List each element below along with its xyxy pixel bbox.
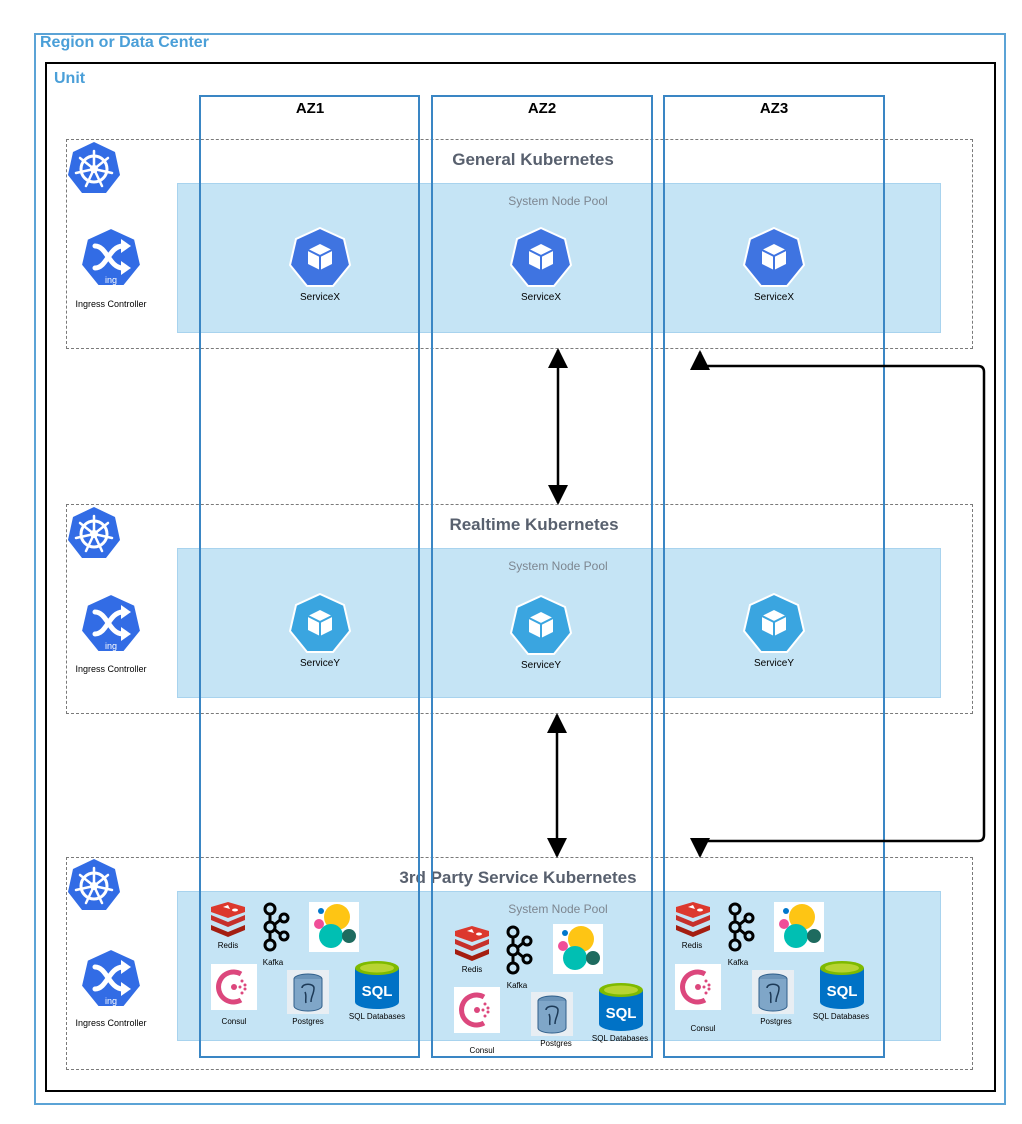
third-party-pool-title: System Node Pool (508, 902, 608, 916)
elasticsearch-icon (553, 924, 603, 974)
consul-label: Consul (221, 1017, 247, 1026)
redis-label: Redis (217, 941, 239, 950)
ingress-controller-label: Ingress Controller (75, 664, 147, 674)
ing-text: ing (105, 641, 117, 651)
general-kubernetes-cluster (66, 139, 973, 349)
service-x-az2: ServiceX (501, 226, 581, 303)
kafka-label: Kafka (262, 958, 284, 967)
third-party-cluster-title: 3rd Party Service Kubernetes (399, 868, 637, 887)
kubernetes-icon (68, 507, 120, 558)
postgres-icon (287, 970, 329, 1014)
consul-icon (454, 987, 500, 1033)
service-x-az3: ServiceX (734, 226, 814, 303)
redis-icon (211, 902, 245, 937)
sql-icon-text: SQL (606, 1005, 637, 1022)
sql-database-icon: SQL (355, 961, 399, 1009)
service-label: ServiceX (299, 292, 340, 303)
redis-icon (455, 926, 489, 961)
region-title: Region or Data Center (40, 34, 209, 51)
ingress-controller-icon: ing (79, 947, 143, 1011)
sql-icon-text: SQL (362, 983, 393, 1000)
service-y-az2: ServiceY (501, 594, 581, 671)
pod-icon (288, 592, 352, 653)
postgres-label: Postgres (760, 1017, 792, 1026)
kafka-icon (728, 902, 755, 952)
kafka-icon (263, 902, 290, 952)
general-pool-title: System Node Pool (508, 194, 608, 208)
kubernetes-icon (68, 142, 120, 193)
service-label: ServiceY (753, 658, 794, 669)
realtime-pool-title: System Node Pool (508, 559, 608, 573)
sql-icon-text: SQL (827, 983, 858, 1000)
sql-database-icon: SQL (599, 983, 643, 1031)
pod-icon (742, 226, 806, 287)
postgres-icon (752, 970, 794, 1014)
elasticsearch-icon (774, 902, 824, 952)
pod-icon (509, 594, 573, 655)
service-x-az1: ServiceX (280, 226, 360, 303)
ingress-controller-icon: ing (79, 592, 143, 656)
kafka-icon (506, 925, 533, 975)
realtime-cluster-title: Realtime Kubernetes (449, 515, 619, 534)
region-boundary (34, 33, 1006, 1105)
consul-icon (211, 964, 257, 1010)
third-party-kubernetes-cluster (66, 857, 973, 1070)
sql-database-icon: SQL (820, 961, 864, 1009)
service-y-az3: ServiceY (734, 592, 814, 669)
service-label: ServiceX (753, 292, 794, 303)
az2-title: AZ2 (527, 100, 557, 117)
pod-icon (288, 226, 352, 287)
redis-label: Redis (681, 941, 703, 950)
unit-title: Unit (54, 70, 86, 87)
consul-label: Consul (469, 1046, 495, 1055)
kafka-label: Kafka (506, 981, 528, 990)
pod-icon (742, 592, 806, 653)
service-y-az1: ServiceY (280, 592, 360, 669)
general-cluster-title: General Kubernetes (452, 150, 614, 169)
pod-icon (509, 226, 573, 287)
kubernetes-icon (68, 859, 120, 910)
postgres-label: Postgres (292, 1017, 324, 1026)
service-label: ServiceX (520, 292, 561, 303)
sql-databases-label: SQL Databases (812, 1012, 870, 1021)
ingress-controller-icon: ing (79, 226, 143, 290)
postgres-icon (531, 992, 573, 1036)
service-label: ServiceY (299, 658, 340, 669)
postgres-label: Postgres (540, 1039, 572, 1048)
ingress-controller-label: Ingress Controller (75, 299, 147, 309)
az1-column (199, 95, 420, 1058)
az3-title: AZ3 (759, 100, 789, 117)
elasticsearch-icon (309, 902, 359, 952)
consul-label: Consul (690, 1024, 716, 1033)
redis-label: Redis (461, 965, 483, 974)
kafka-label: Kafka (727, 958, 749, 967)
az2-column (431, 95, 653, 1058)
unit-boundary (45, 62, 996, 1092)
sql-databases-label: SQL Databases (348, 1012, 406, 1021)
service-label: ServiceY (520, 660, 561, 671)
az1-title: AZ1 (295, 100, 325, 117)
ing-text: ing (105, 275, 117, 285)
consul-icon (675, 964, 721, 1010)
sql-databases-label: SQL Databases (591, 1034, 649, 1043)
redis-icon (676, 902, 710, 937)
ingress-controller-label: Ingress Controller (75, 1018, 147, 1028)
ing-text: ing (105, 996, 117, 1006)
